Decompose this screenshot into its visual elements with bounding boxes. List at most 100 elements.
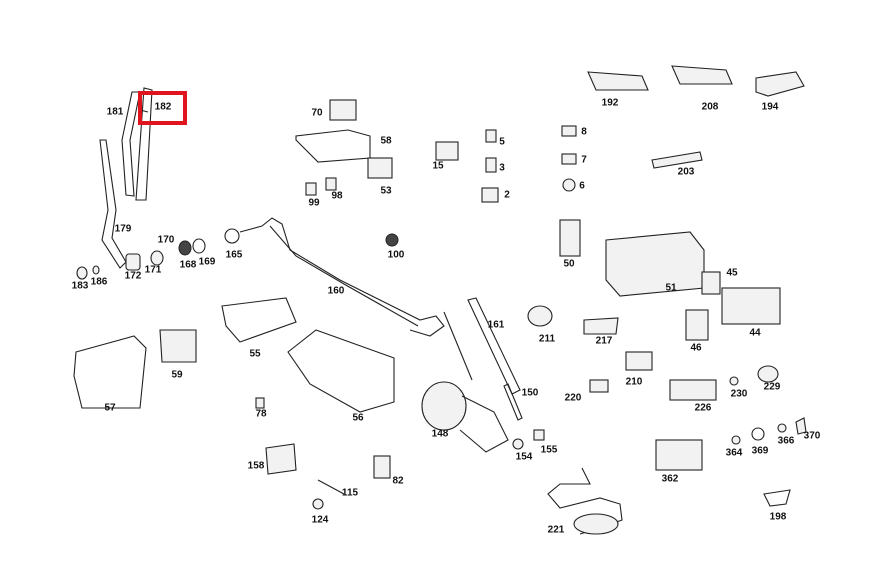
label-115: 115 [341,487,359,499]
label-53: 53 [380,185,392,197]
label-98: 98 [331,190,343,202]
part-183 [76,266,88,280]
label-5: 5 [499,136,505,148]
bolt-3 [485,157,497,173]
part-186 [92,265,100,275]
part-155 [533,429,545,441]
label-217: 217 [595,335,613,347]
part-150 [503,383,523,421]
connector-15 [435,141,459,161]
part-124 [312,498,324,510]
part-366 [777,423,787,433]
label-168: 168 [179,259,197,271]
part-78 [255,397,265,409]
label-226: 226 [694,402,712,414]
wiper-blade-182 [135,87,153,201]
strip-203 [651,151,703,169]
lamp-208 [671,65,733,85]
label-8: 8 [581,126,587,138]
label-169: 169 [198,256,216,268]
switch-panel-44 [721,287,781,325]
label-58: 58 [380,135,392,147]
relay-70 [329,99,357,121]
label-230: 230 [730,388,748,400]
label-57: 57 [104,402,116,414]
label-186: 186 [90,276,108,288]
part-99 [305,182,317,196]
part-169 [192,238,206,254]
switch-46 [685,309,709,341]
bracket-59 [159,329,197,363]
label-179: 179 [114,223,132,235]
part-198 [763,489,791,507]
label-370: 370 [803,430,821,442]
label-50: 50 [563,258,575,270]
bracket-55 [221,297,297,343]
motor-148 [421,381,467,431]
part-211 [527,305,553,327]
part-8 [561,125,577,137]
label-70: 70 [311,107,323,119]
clip-2 [481,187,499,203]
label-369: 369 [751,445,769,457]
label-148: 148 [431,428,449,440]
label-7: 7 [581,154,587,166]
label-59: 59 [171,369,183,381]
label-165: 165 [225,249,243,261]
part-229 [757,365,779,383]
label-2: 2 [504,189,510,201]
label-158: 158 [247,460,265,472]
label-46: 46 [690,342,702,354]
label-99: 99 [308,197,320,209]
part-370 [795,417,807,435]
label-124: 124 [311,514,329,526]
part-6 [562,178,576,192]
label-362: 362 [661,473,679,485]
part-168 [178,240,192,256]
label-181: 181 [106,106,124,118]
part-98 [325,177,337,191]
part-115 [317,479,345,495]
label-171: 171 [144,264,162,276]
plate-57 [73,335,147,409]
wiper-arm-179 [99,139,127,269]
label-160: 160 [327,285,345,297]
part-220 [589,379,609,393]
label-82: 82 [392,475,404,487]
label-183: 183 [71,280,89,292]
label-45: 45 [726,267,738,279]
bolt-5 [485,129,497,143]
part-154 [512,438,524,450]
label-100: 100 [387,249,405,261]
module-362 [655,439,703,471]
label-51: 51 [665,282,677,294]
part-230 [729,376,739,386]
bracket-58 [295,129,371,163]
label-208: 208 [701,101,719,113]
relay-53 [367,157,393,179]
label-154: 154 [515,451,533,463]
label-172: 172 [124,270,142,282]
switch-50 [559,219,581,257]
label-78: 78 [255,408,267,420]
part-7 [561,153,577,165]
lamp-194 [755,71,805,97]
part-171 [150,250,164,266]
grommet-100 [385,233,399,247]
label-3: 3 [499,162,505,174]
frame-56 [287,329,395,413]
label-56: 56 [352,412,364,424]
arm-161 [467,297,521,395]
part-82 [373,455,391,479]
label-44: 44 [749,327,761,339]
label-182: 182 [154,101,172,113]
part-158 [265,443,297,475]
label-220: 220 [564,392,582,404]
label-211: 211 [538,333,556,345]
label-155: 155 [540,444,558,456]
part-45 [701,271,721,295]
switch-210 [625,351,653,371]
highlight-box [138,91,187,125]
